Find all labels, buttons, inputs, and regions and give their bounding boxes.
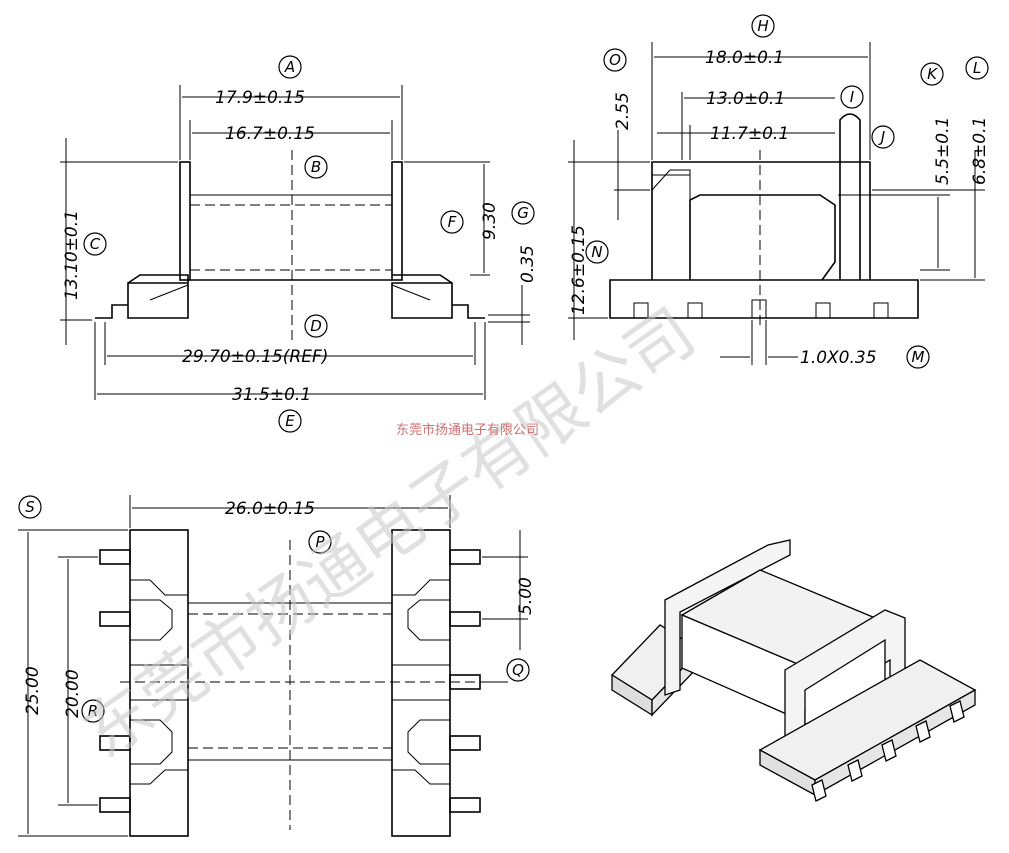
dim-l: 6.8±0.1 (970, 117, 990, 185)
label-s: S (25, 498, 35, 516)
dim-h: 18.0±0.1 (705, 48, 784, 68)
dim-m: 1.0X0.35 (800, 348, 877, 368)
isometric-view (610, 539, 977, 802)
dim-g: 0.35 (518, 245, 538, 283)
dim-p: 26.0±0.15 (225, 499, 315, 519)
watermark-large: 东莞市扬通电子有限公司 (70, 294, 709, 773)
label-e: E (285, 412, 295, 430)
dim-k: 5.5±0.1 (933, 117, 953, 185)
dim-s: 25.00 (23, 666, 43, 715)
dim-n: 12.6±0.15 (569, 225, 589, 315)
label-q: Q (512, 661, 524, 679)
dim-e: 31.5±0.1 (232, 385, 311, 405)
label-d: D (310, 317, 322, 335)
label-b: B (311, 158, 321, 176)
iso-pins (811, 700, 965, 802)
dim-i: 13.0±0.1 (706, 89, 785, 109)
dim-c: 13.10±0.1 (62, 210, 82, 300)
front-view: 17.9±0.15 16.7±0.15 13.10±0.1 9.30 0.35 … (60, 55, 538, 433)
label-i: I (850, 88, 855, 106)
watermark-small: 东莞市扬通电子有限公司 (396, 422, 539, 438)
side-pin-slots (633, 299, 889, 319)
label-j: J (878, 128, 885, 146)
label-p: P (315, 533, 325, 551)
label-h: H (757, 17, 768, 35)
side-view: 18.0±0.1 13.0±0.1 11.7±0.1 2.55 12.6±0.1… (568, 14, 990, 369)
dim-q: 5.00 (516, 577, 536, 615)
label-a: A (284, 58, 295, 76)
label-c: C (90, 235, 101, 253)
dim-a: 17.9±0.15 (215, 88, 305, 108)
label-f: F (448, 213, 457, 231)
top-pins-right (449, 549, 481, 813)
label-o: O (609, 51, 621, 69)
dim-f: 9.30 (480, 202, 500, 240)
label-g: G (517, 204, 529, 222)
dim-o: 2.55 (613, 92, 633, 130)
label-l: L (973, 59, 981, 77)
dim-b: 16.7±0.15 (225, 124, 315, 144)
top-view: 26.0±0.15 25.00 20.00 5.00 S P Q R (18, 495, 536, 837)
dim-j: 11.7±0.1 (710, 124, 789, 144)
label-k: K (927, 65, 938, 83)
top-pins-left (99, 549, 131, 813)
dim-r: 20.00 (63, 669, 83, 718)
label-n: N (591, 243, 602, 261)
dim-d: 29.70±0.15(REF) (182, 347, 328, 367)
label-r: R (88, 702, 98, 720)
label-m: M (912, 348, 925, 366)
